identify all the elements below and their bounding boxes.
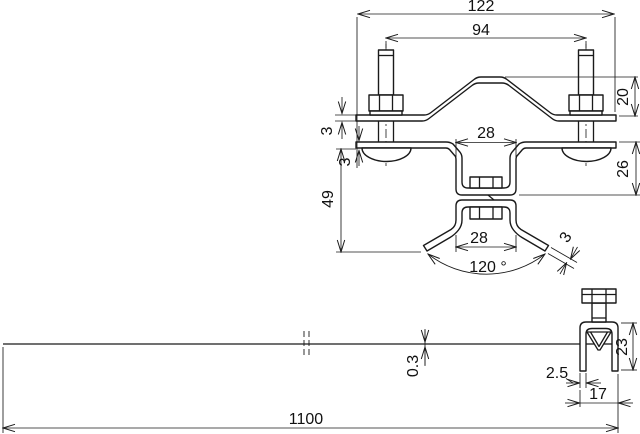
bolt-right: [561, 49, 612, 163]
carriage-bolt-head: [561, 147, 612, 163]
dim-bolt-spacing: [386, 38, 586, 48]
dim-lower-channel-width: [456, 235, 516, 252]
clamp-bracket: [579, 321, 619, 372]
dim-label-bolt-spacing: 94: [472, 22, 490, 39]
end-clamp: [579, 288, 619, 372]
dim-label-clamp-leg-thickness: 2.5: [546, 365, 568, 382]
dim-overall-width: [356, 14, 616, 168]
dim-overall-height: [336, 149, 421, 252]
plate-contact-jog: [487, 194, 495, 201]
bolt-left: [361, 49, 412, 163]
dim-strip-length: [3, 347, 618, 433]
channel-nut-upper: [469, 176, 503, 189]
dim-peak-height: [505, 77, 638, 116]
lower-holder-part: [422, 199, 550, 252]
dim-leg-angle: [428, 254, 545, 275]
channel-nut-lower: [469, 206, 503, 220]
dim-label-clamp-height: 23: [614, 338, 631, 356]
dim-label-strip-length: 1100: [289, 411, 324, 428]
dim-upper-plate-thickness: [335, 97, 356, 139]
clamp-v-wedge: [586, 331, 612, 351]
clamp-bolt-shaft: [591, 302, 607, 323]
dim-label-upper-channel-width: 28: [477, 125, 495, 142]
dim-label-channel-depth: 26: [615, 160, 632, 178]
dim-clamp-height: [621, 323, 637, 370]
dim-leg-thickness: [547, 247, 578, 274]
dim-label-lower-channel-width: 28: [470, 230, 488, 247]
dim-label-overall-width: 122: [468, 0, 495, 15]
dim-channel-depth: [519, 142, 640, 195]
dim-label-strip-thickness: 0.3: [405, 355, 422, 377]
clamp-hex-head: [581, 288, 617, 304]
dim-label-leg-angle: 120 °: [469, 259, 507, 276]
dim-label-clamp-width: 17: [589, 386, 607, 403]
dim-label-leg-thickness: 3: [557, 229, 576, 246]
dim-upper-channel-width: [456, 139, 516, 157]
dim-clamp-leg-thickness: [565, 373, 601, 388]
carriage-bolt-head: [361, 147, 412, 163]
fixing-strip: [3, 331, 580, 358]
upper-clamp-plate: [355, 76, 617, 122]
dim-label-upper-plate-thickness: 3: [319, 126, 336, 135]
dim-label-overall-height: 49: [320, 190, 337, 208]
dim-clamp-width: [565, 374, 633, 433]
dim-label-lower-plate-thickness: 3: [337, 157, 354, 166]
dim-label-peak-height: 20: [615, 88, 632, 106]
